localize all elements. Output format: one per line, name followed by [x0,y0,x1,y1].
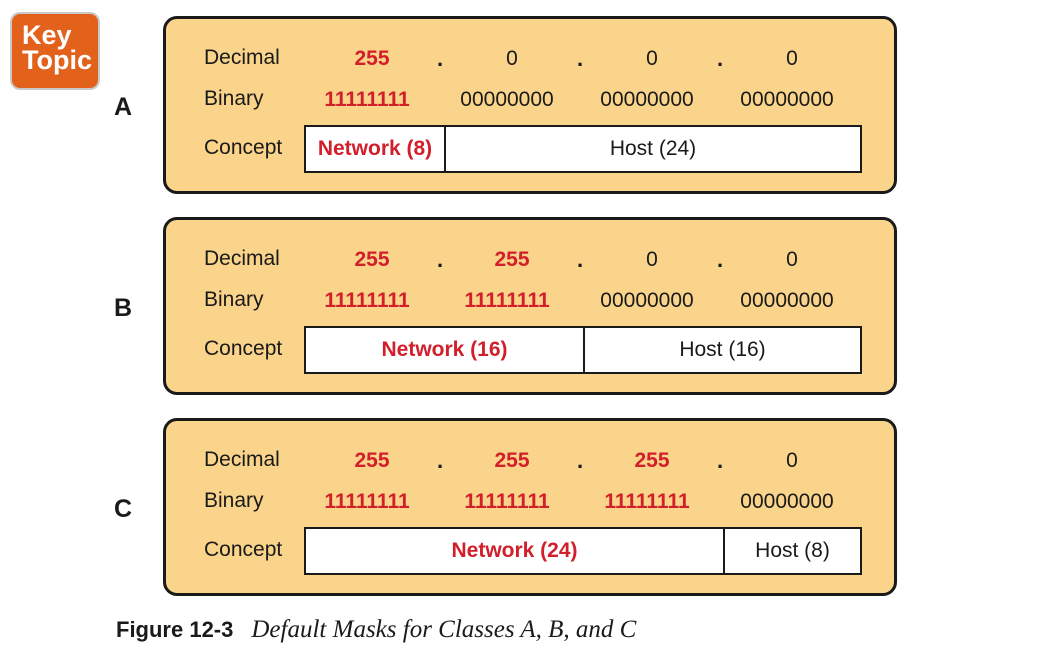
binary-octet-1: 11111111 [324,490,410,513]
decimal-octet-4: 0 [786,47,798,70]
decimal-octet-1: 255 [354,449,390,472]
decimal-octet-1: 255 [354,47,390,70]
binary-octet-3: 00000000 [600,88,694,111]
decimal-octet-3: 0 [646,47,658,70]
host-portion: Host (16) [679,338,766,361]
class-letter-a: A [114,93,133,121]
network-portion: Network (8) [306,127,446,171]
octet-separator: . [437,247,444,272]
key-topic-line2: Topic [22,45,92,75]
binary-octet-4: 00000000 [740,490,834,513]
host-portion: Host (24) [609,137,697,160]
binary-octet-1: 11111111 [324,289,410,312]
figure-title: Default Masks for Classes A, B, and C [251,616,637,643]
key-topic-badge: Key Topic [12,14,98,88]
concept-bar: Network (16) Host (16) [304,326,862,374]
octet-separator: . [717,448,724,473]
label-decimal: Decimal [204,448,280,471]
network-portion: Network (24) [306,529,725,573]
octet-separator: . [577,448,584,473]
label-binary: Binary [204,288,264,311]
decimal-octet-2: 0 [506,47,518,70]
octet-separator: . [437,46,444,71]
octet-separator: . [577,247,584,272]
class-letter-b: B [114,294,133,322]
decimal-octet-4: 0 [786,449,798,472]
octet-separator: . [717,247,724,272]
network-portion: Network (16) [306,328,585,372]
binary-octet-2: 11111111 [464,289,550,312]
panel-class-a: Decimal Binary Concept 255 0 0 0 . . . 1… [163,16,897,194]
binary-octet-1: 11111111 [324,88,410,111]
binary-octet-3: 00000000 [600,289,694,312]
figure-caption: Figure 12-3 Default Masks for Classes A, … [116,616,636,644]
label-decimal: Decimal [204,46,280,69]
host-portion: Host (8) [755,539,830,562]
panel-class-c: Decimal Binary Concept 255 255 255 0 . .… [163,418,897,596]
binary-octet-2: 00000000 [460,88,554,111]
label-decimal: Decimal [204,247,280,270]
label-concept: Concept [204,136,283,159]
panel-class-b: Decimal Binary Concept 255 255 0 0 . . .… [163,217,897,395]
label-concept: Concept [204,538,283,561]
decimal-octet-4: 0 [786,248,798,271]
binary-octet-2: 11111111 [464,490,550,513]
binary-octet-4: 00000000 [740,289,834,312]
octet-separator: . [717,46,724,71]
octet-separator: . [437,448,444,473]
label-binary: Binary [204,489,264,512]
label-concept: Concept [204,337,283,360]
decimal-octet-2: 255 [494,248,530,271]
decimal-octet-1: 255 [354,248,390,271]
binary-octet-3: 11111111 [604,490,690,513]
class-letter-c: C [114,495,133,523]
decimal-octet-2: 255 [494,449,530,472]
figure-number: Figure 12-3 [116,617,234,642]
concept-bar: Network (8) Host (24) [304,125,862,173]
decimal-octet-3: 255 [634,449,670,472]
decimal-octet-3: 0 [646,248,658,271]
binary-octet-4: 00000000 [740,88,834,111]
concept-bar: Network (24) Host (8) [304,527,862,575]
octet-separator: . [577,46,584,71]
key-topic-line1: Key [22,20,72,50]
label-binary: Binary [204,87,264,110]
